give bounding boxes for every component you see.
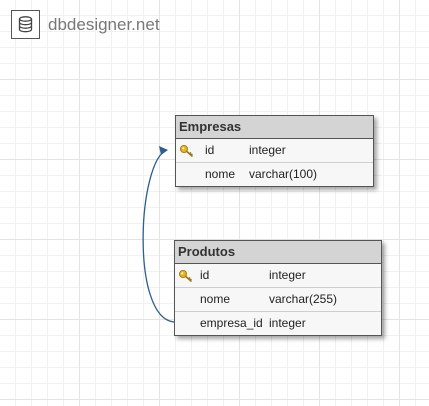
table-empresas[interactable]: Empresas id integer nome varchar(100) bbox=[175, 115, 374, 187]
column-name: id bbox=[200, 268, 210, 282]
table-row[interactable]: id integer bbox=[175, 264, 381, 287]
table-produtos[interactable]: Produtos id integer nome varchar(255) em… bbox=[174, 240, 382, 336]
column-type: varchar(255) bbox=[269, 292, 338, 306]
column-type: integer bbox=[249, 143, 286, 157]
column-type: varchar(100) bbox=[249, 167, 318, 181]
table-title[interactable]: Produtos bbox=[175, 241, 381, 264]
column-type: integer bbox=[269, 268, 306, 282]
table-row[interactable]: nome varchar(255) bbox=[175, 287, 381, 311]
column-name: empresa_id bbox=[200, 316, 263, 330]
database-icon bbox=[11, 10, 40, 39]
column-name: nome bbox=[200, 292, 231, 306]
key-icon bbox=[178, 268, 194, 291]
table-row[interactable]: empresa_id integer bbox=[175, 311, 381, 335]
table-row[interactable]: nome varchar(100) bbox=[176, 162, 373, 186]
table-title[interactable]: Empresas bbox=[176, 116, 373, 139]
table-row[interactable]: id integer bbox=[176, 139, 373, 162]
column-name: nome bbox=[205, 167, 236, 181]
app-logo[interactable]: dbdesigner.net bbox=[11, 10, 160, 39]
logo-text: dbdesigner.net bbox=[48, 14, 160, 34]
arrow-head bbox=[159, 146, 168, 155]
column-type: integer bbox=[269, 316, 306, 330]
column-name: id bbox=[205, 143, 215, 157]
key-icon bbox=[179, 143, 195, 166]
